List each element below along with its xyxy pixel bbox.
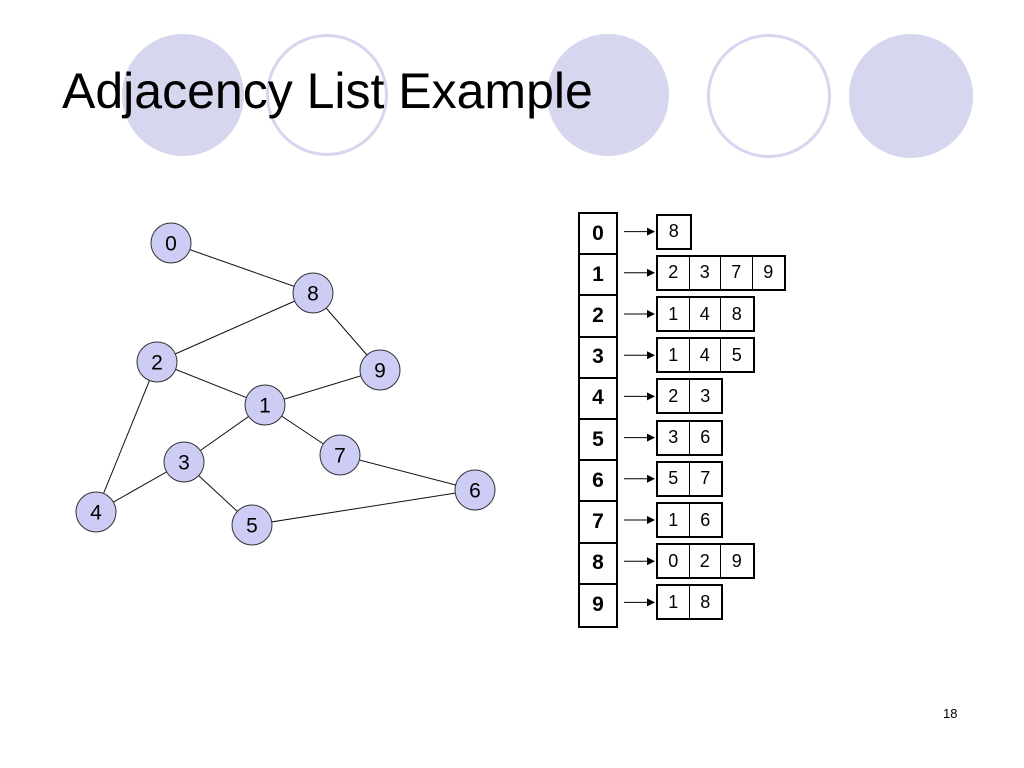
neighbor-cell: 7 [700, 468, 711, 489]
node-label: 0 [165, 233, 177, 256]
neighbor-cell: 9 [763, 262, 774, 283]
graph-edge-2-4 [95, 361, 158, 513]
graph-edge-8-2 [156, 292, 314, 363]
node-label: 9 [374, 360, 386, 383]
node-label: 2 [151, 352, 163, 375]
neighbor-cell: 4 [690, 298, 721, 330]
node-label: 3 [178, 452, 190, 475]
vertex-index-0: 0 [580, 214, 616, 256]
neighbor-cell: 1 [658, 298, 690, 330]
neighbor-cell: 7 [721, 256, 753, 289]
vertex-index-6: 6 [580, 461, 616, 503]
vertex-index-4: 4 [580, 379, 616, 420]
neighbor-cell: 2 [658, 256, 690, 289]
neighbor-cell: 1 [658, 504, 690, 536]
node-circle [150, 222, 192, 264]
node-label: 8 [307, 283, 319, 306]
graph-node-0: 0 [150, 222, 192, 264]
node-label: 6 [469, 480, 481, 503]
graph-node-6: 6 [454, 469, 496, 511]
slide-title: Adjacency List Example [62, 63, 593, 119]
neighbor-cell: 8 [668, 221, 679, 242]
decorative-circle [849, 34, 973, 158]
decorative-ring [266, 34, 388, 156]
node-circle [319, 434, 361, 476]
decorative-circle [122, 34, 244, 156]
graph-node-5: 5 [231, 504, 273, 546]
adjacency-list-0: 8 [656, 213, 692, 250]
graph-node-9: 9 [359, 349, 401, 391]
neighbor-cell: 5 [658, 462, 690, 495]
neighbor-cell: 6 [700, 509, 711, 530]
node-label: 1 [259, 395, 271, 418]
decorative-ring [707, 34, 831, 158]
neighbor-cell: 0 [658, 545, 690, 578]
neighbor-cell: 1 [658, 339, 690, 372]
vertex-index-7: 7 [580, 502, 616, 544]
node-circle [244, 384, 286, 426]
vertex-index-3: 3 [580, 338, 616, 379]
graph-node-8: 8 [292, 272, 334, 314]
graph-node-4: 4 [75, 491, 117, 533]
node-circle [136, 341, 178, 383]
vertex-index-2: 2 [580, 296, 616, 338]
graph-edge-7-6 [339, 454, 476, 491]
node-circle [163, 441, 205, 483]
node-circle [454, 469, 496, 511]
graph-node-7: 7 [319, 434, 361, 476]
neighbor-cell: 6 [700, 427, 711, 448]
neighbor-cell: 4 [690, 339, 721, 372]
node-label: 7 [334, 445, 346, 468]
node-circle [359, 349, 401, 391]
neighbor-cell: 3 [700, 385, 711, 406]
node-circle [231, 504, 273, 546]
node-label: 5 [246, 515, 258, 538]
neighbor-cell: 2 [690, 545, 721, 578]
vertex-index-9: 9 [592, 593, 604, 617]
neighbor-cell: 8 [731, 303, 742, 324]
neighbor-cell: 3 [690, 256, 721, 289]
neighbor-cell: 3 [658, 421, 690, 454]
vertex-index-8: 8 [580, 544, 616, 585]
graph-node-3: 3 [163, 441, 205, 483]
graph-edge-0-8 [170, 242, 314, 294]
node-label: 4 [90, 502, 102, 525]
neighbor-cell: 8 [700, 591, 711, 612]
node-circle [75, 491, 117, 533]
neighbor-cell: 9 [731, 550, 742, 571]
neighbor-cell: 1 [658, 586, 690, 619]
neighbor-cell: 5 [731, 344, 742, 365]
page-number: 18 [943, 706, 958, 721]
node-circle [292, 272, 334, 314]
vertex-index-5: 5 [580, 420, 616, 462]
graph-edge-5-6 [251, 489, 476, 526]
vertex-index-1: 1 [580, 255, 616, 297]
graph-diagram: 0 8 2 9 1 7 3 6 4 5 [75, 222, 496, 546]
graph-node-2: 2 [136, 341, 178, 383]
graph-node-1: 1 [244, 384, 286, 426]
neighbor-cell: 2 [658, 380, 690, 413]
decorative-circle [547, 34, 669, 156]
